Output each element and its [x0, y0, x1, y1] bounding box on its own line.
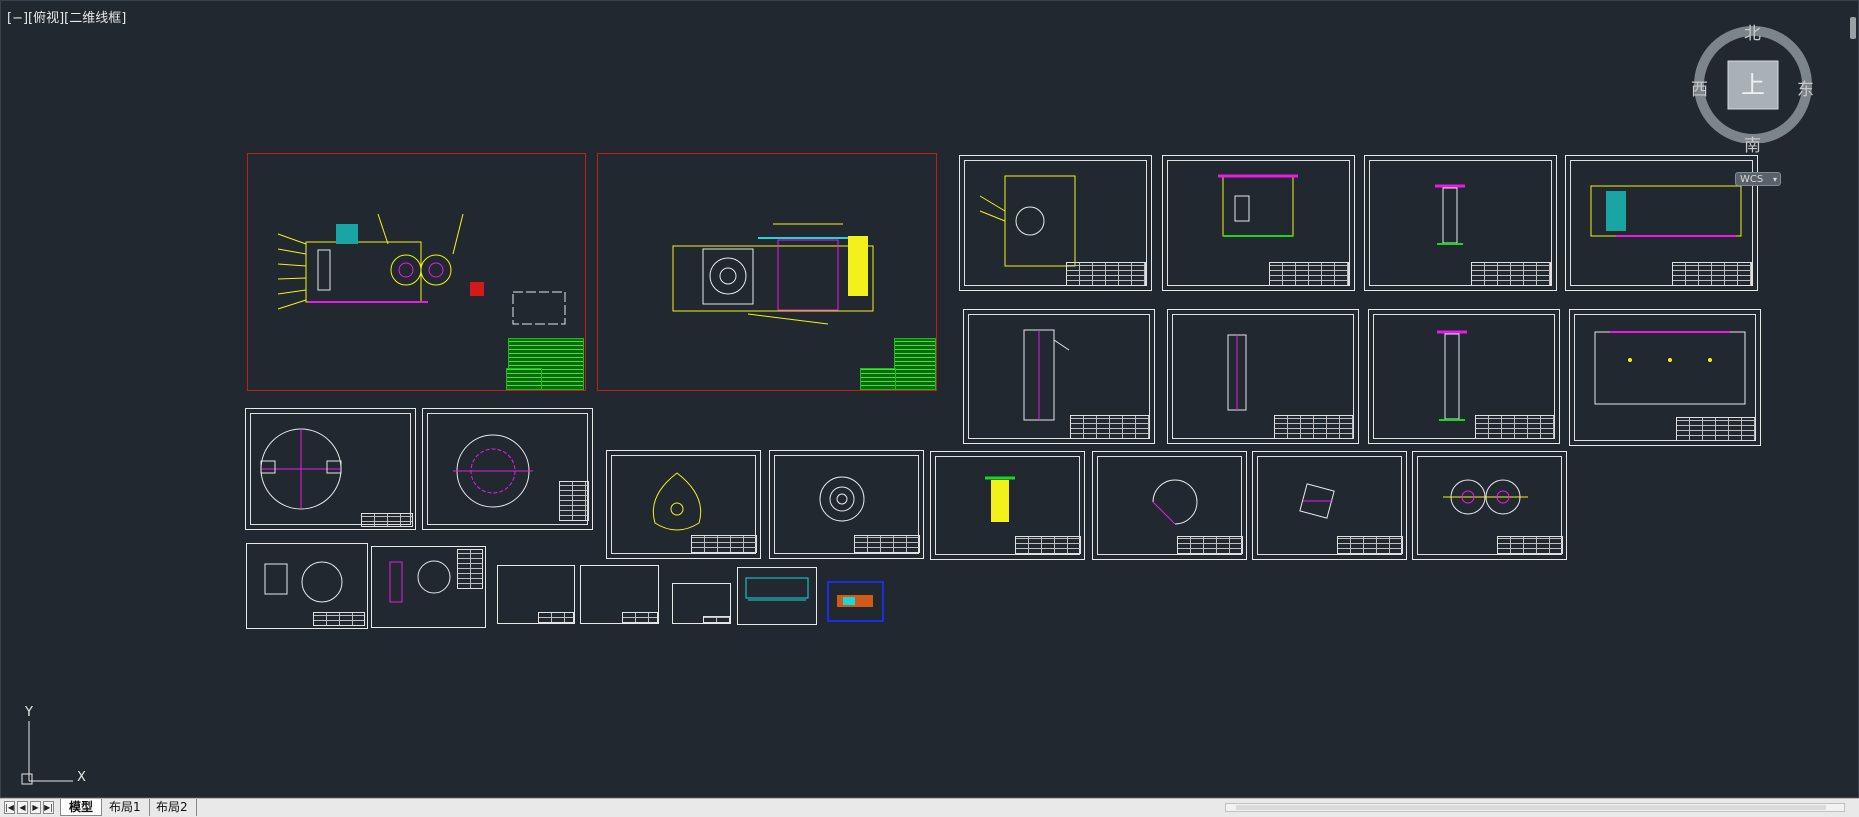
last-tab-button[interactable]: ▶| — [43, 801, 54, 814]
disk-drawing-graphic — [453, 434, 533, 508]
drawing-sheet-gear-1[interactable] — [1092, 451, 1247, 560]
drawing-sheet-small-2[interactable] — [371, 546, 486, 628]
title-block — [1672, 262, 1752, 286]
horizontal-scrollbar[interactable] — [1225, 803, 1845, 812]
title-block — [1070, 415, 1150, 439]
title-block — [622, 612, 658, 623]
title-block — [559, 481, 589, 521]
drawing-sheet-cam[interactable] — [606, 450, 761, 559]
title-block — [1471, 262, 1551, 286]
title-block — [538, 612, 574, 623]
title-block — [1274, 415, 1354, 439]
drawing-sheet-part-7[interactable] — [1368, 309, 1560, 444]
small-drawing-graphic — [745, 577, 809, 601]
motor-drawing-graphic — [985, 476, 1015, 522]
part-drawing-graphic — [1227, 334, 1247, 411]
viewcube-top-face[interactable]: 上 — [1741, 71, 1765, 99]
small-drawing-graphic — [837, 595, 873, 607]
part-drawing-graphic — [1594, 331, 1746, 405]
wcs-label: WCS — [1740, 174, 1764, 185]
gear-pair-drawing-graphic — [1443, 479, 1528, 515]
title-block — [361, 513, 413, 527]
drawing-sheet-small-6[interactable] — [737, 567, 817, 625]
viewcube[interactable]: 上 北 南 西 东 — [1691, 19, 1815, 156]
viewport-controls-label[interactable]: [−][俯视][二维线框] — [7, 11, 127, 26]
tab-layout2[interactable]: 布局2 — [148, 799, 197, 816]
drawing-sheet-motor[interactable] — [930, 451, 1085, 560]
title-block — [894, 338, 936, 390]
flange-drawing-graphic — [819, 476, 865, 522]
drawing-sheet-highlighted[interactable] — [827, 581, 884, 622]
title-block — [1676, 417, 1756, 441]
compass-east[interactable]: 东 — [1797, 80, 1814, 100]
title-block — [1337, 536, 1403, 554]
part-drawing-graphic — [1590, 185, 1742, 237]
drawing-sheet-small-1[interactable] — [246, 543, 368, 629]
drawing-sheet-disk-1[interactable] — [245, 408, 416, 530]
drawing-sheet-side-view[interactable] — [597, 153, 937, 391]
model-space-viewport[interactable]: [−][俯视][二维线框] — [0, 0, 1859, 798]
next-tab-button[interactable]: ▶ — [30, 801, 41, 814]
title-block — [854, 535, 920, 553]
drawing-sheet-small-5[interactable] — [672, 583, 731, 624]
vertical-scrollbar-thumb[interactable] — [1850, 17, 1856, 39]
drawing-sheet-part-8[interactable] — [1569, 309, 1761, 446]
drawing-sheet-small-4[interactable] — [580, 565, 659, 624]
part-drawing-graphic — [979, 175, 1076, 267]
part-drawing-graphic — [1023, 329, 1070, 421]
title-block — [1015, 536, 1081, 554]
part-drawing-graphic — [1435, 184, 1465, 245]
drawing-sheet-flange[interactable] — [769, 450, 924, 559]
gear-drawing-graphic — [1299, 483, 1335, 519]
title-block — [860, 368, 896, 390]
side-view-drawing-graphic — [672, 223, 874, 325]
drawing-sheet-part-4[interactable] — [1565, 155, 1758, 291]
part-drawing-graphic — [1218, 174, 1298, 237]
drawing-sheet-assembly[interactable] — [247, 153, 586, 391]
ucs-axes-icon — [21, 721, 73, 785]
drawing-sheet-gear-2[interactable] — [1252, 451, 1407, 560]
layout-tab-bar: |◀ ◀ ▶ ▶| 模型 布局1 布局2 — [0, 798, 1859, 817]
previous-tab-button[interactable]: ◀ — [17, 801, 28, 814]
viewcube-ring[interactable] — [1691, 19, 1815, 143]
title-block — [1269, 262, 1349, 286]
drawing-sheet-part-5[interactable] — [963, 309, 1155, 444]
drawing-sheet-part-1[interactable] — [959, 155, 1152, 291]
gear-drawing-graphic — [1152, 479, 1198, 525]
title-block — [457, 549, 483, 589]
ucs-y-label: Y — [25, 705, 33, 720]
tab-model[interactable]: 模型 — [60, 799, 103, 816]
title-block — [691, 535, 757, 553]
part-drawing-graphic — [1437, 330, 1467, 421]
assembly-drawing-graphic — [277, 213, 566, 325]
compass-south[interactable]: 南 — [1744, 136, 1761, 156]
compass-north[interactable]: 北 — [1744, 24, 1761, 44]
title-block — [1475, 415, 1555, 439]
drawing-sheet-part-6[interactable] — [1167, 309, 1359, 444]
title-block — [313, 612, 365, 626]
cam-drawing-graphic — [652, 472, 702, 531]
first-tab-button[interactable]: |◀ — [4, 801, 15, 814]
drawing-sheet-part-3[interactable] — [1364, 155, 1557, 291]
title-block — [1066, 262, 1146, 286]
horizontal-scrollbar-thumb[interactable] — [1236, 805, 1826, 810]
title-block — [1497, 536, 1563, 554]
ucs-x-label: X — [77, 770, 86, 785]
small-drawing-graphic — [389, 560, 451, 603]
compass-west[interactable]: 西 — [1691, 80, 1708, 100]
ucs-icon: Y X — [15, 705, 95, 789]
small-drawing-graphic — [264, 561, 343, 603]
title-block — [506, 368, 542, 390]
drawing-sheet-small-3[interactable] — [497, 565, 575, 624]
drawing-sheet-disk-2[interactable] — [422, 408, 593, 530]
drawing-sheet-gear-pair[interactable] — [1412, 451, 1567, 560]
wcs-menu-button[interactable]: WCS ▾ — [1735, 172, 1781, 186]
tab-layout1[interactable]: 布局1 — [101, 799, 150, 816]
title-block — [703, 616, 730, 623]
title-block — [1177, 536, 1243, 554]
drawing-sheet-part-2[interactable] — [1162, 155, 1355, 291]
disk-drawing-graphic — [260, 428, 342, 510]
chevron-down-icon: ▾ — [1772, 175, 1777, 184]
